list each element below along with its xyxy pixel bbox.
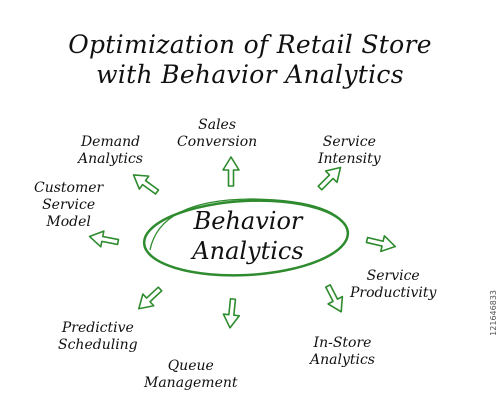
node-demand-line-2: Analytics [78, 151, 143, 167]
arrow-to-service-productivity [364, 231, 398, 256]
node-queue-management: Queue Management [144, 358, 238, 392]
node-predictive-line-2: Scheduling [58, 337, 138, 353]
node-service-productivity-line-1: Service [366, 268, 420, 284]
node-in-store-analytics: In-Store Analytics [310, 335, 375, 369]
node-demand-analytics: Demand Analytics [78, 134, 143, 168]
center-ellipse-overstroke [149, 198, 349, 251]
node-sales-conversion: Sales Conversion [177, 117, 257, 151]
node-service-productivity-line-2: Productivity [350, 285, 437, 301]
arrow-to-sales-conversion [222, 156, 240, 187]
node-sales-line-2: Conversion [177, 134, 258, 150]
node-instore-line-2: Analytics [310, 352, 375, 368]
center-label-line-2: Analytics [192, 237, 304, 265]
center-label: Behavior Analytics [142, 206, 354, 266]
node-demand-line-1: Demand [80, 134, 141, 150]
arrow-to-predictive-scheduling [132, 282, 167, 316]
center-label-line-1: Behavior [193, 207, 303, 235]
node-service-productivity: Service Productivity [350, 268, 436, 302]
node-predictive-line-1: Predictive [61, 320, 134, 336]
node-customer-line-1: Customer [34, 180, 104, 196]
arrow-to-in-store-analytics [320, 281, 350, 317]
node-instore-line-1: In-Store [313, 335, 372, 351]
arrow-to-demand-analytics [128, 167, 163, 200]
stock-id-watermark: 121646833 [489, 290, 498, 336]
center-ellipse [142, 199, 350, 277]
node-service-intensity-line-2: Intensity [318, 151, 381, 167]
node-predictive-scheduling: Predictive Scheduling [58, 320, 138, 354]
arrow-to-queue-management [221, 297, 242, 330]
node-customer-line-2: Service [42, 197, 96, 213]
node-customer-line-3: Model [46, 214, 91, 230]
node-queue-line-1: Queue [167, 358, 214, 374]
title-line-1: Optimization of Retail Store [68, 30, 432, 59]
arrow-to-customer-service-model [87, 227, 121, 251]
title-line-2: with Behavior Analytics [96, 60, 404, 89]
node-sales-line-1: Sales [198, 117, 237, 133]
node-queue-line-2: Management [144, 375, 238, 391]
node-service-intensity: Service Intensity [318, 134, 381, 168]
node-service-intensity-line-1: Service [322, 134, 376, 150]
node-customer-service-model: Customer Service Model [34, 180, 103, 231]
